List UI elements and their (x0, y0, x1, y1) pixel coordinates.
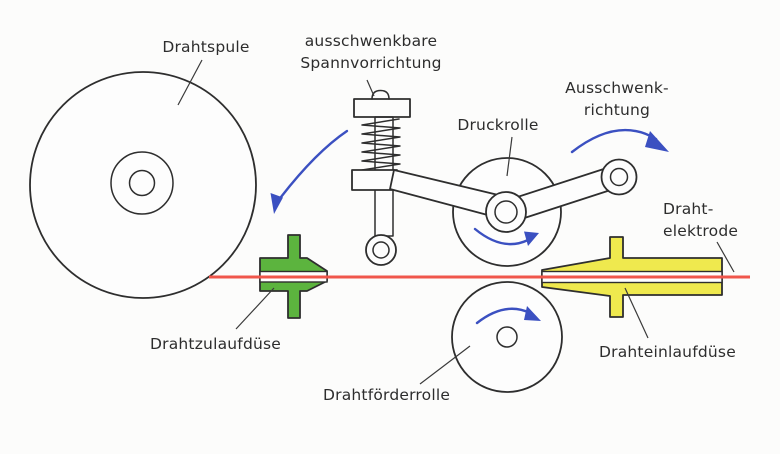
swing-arrow-left (279, 129, 349, 199)
leader-druckrolle (506, 136, 513, 177)
label-ausschwenkrichtung-line1: Ausschwenk- (565, 79, 669, 97)
leader-drahtelektrode (716, 241, 735, 273)
label-drahtzulaufduese: Drahtzulaufdüse (150, 335, 282, 353)
tension-thumbscrew (353, 98, 411, 118)
wire-spool-hub (110, 151, 174, 215)
feed-roller (451, 281, 563, 393)
leader-spannvorrichtung (366, 79, 375, 97)
leader-drahtspule (177, 59, 203, 106)
wire-spool-bore (128, 169, 156, 197)
label-drahteinlaufduese: Drahteinlaufdüse (599, 343, 736, 361)
pressure-roller-bore (494, 200, 518, 224)
leader-drahteinlaufduese (624, 287, 649, 339)
label-drahtelektrode-line2: elektrode (663, 222, 739, 240)
tension-screw-tip (371, 89, 390, 100)
swing-direction-arrow-head (645, 131, 669, 152)
pressure-roller-hub (485, 191, 527, 233)
label-drahtfoerderrolle: Drahtförderrolle (323, 386, 451, 404)
label-drahtspule: Drahtspule (162, 38, 250, 56)
tension-spring (361, 118, 401, 173)
pivot-eye (600, 158, 638, 196)
label-spannvorrichtung: ausschwenkbare Spannvorrichtung (288, 30, 454, 74)
label-ausschwenkrichtung-line2: richtung (583, 101, 651, 119)
swing-arrow-left-head (270, 193, 283, 214)
label-druckrolle: Druckrolle (457, 116, 539, 134)
label-drahtelektrode: Draht- elektrode (663, 198, 738, 242)
leader-drahtfoerderrolle (419, 345, 471, 385)
label-drahtelektrode-line1: Draht- (663, 200, 714, 218)
pressure-roller-rotation-arrow (473, 227, 530, 246)
pressure-roller-rotation-arrow-head (524, 231, 539, 246)
swing-direction-arrow (570, 128, 658, 154)
feed-roller-rotation-arrow-head (524, 306, 541, 321)
rod-eye-hole (372, 241, 390, 259)
feed-roller-bore (496, 326, 518, 348)
pivot-eye-hole (609, 167, 629, 187)
label-spannvorrichtung-line1: ausschwenkbare (304, 32, 438, 50)
feed-roller-rotation-arrow (475, 307, 532, 325)
wire-spool (29, 71, 257, 299)
rod-eye (365, 234, 397, 266)
label-ausschwenkrichtung: Ausschwenk- richtung (558, 77, 676, 121)
leader-drahtzulaufduese (235, 287, 275, 330)
label-spannvorrichtung-line2: Spannvorrichtung (300, 54, 442, 72)
